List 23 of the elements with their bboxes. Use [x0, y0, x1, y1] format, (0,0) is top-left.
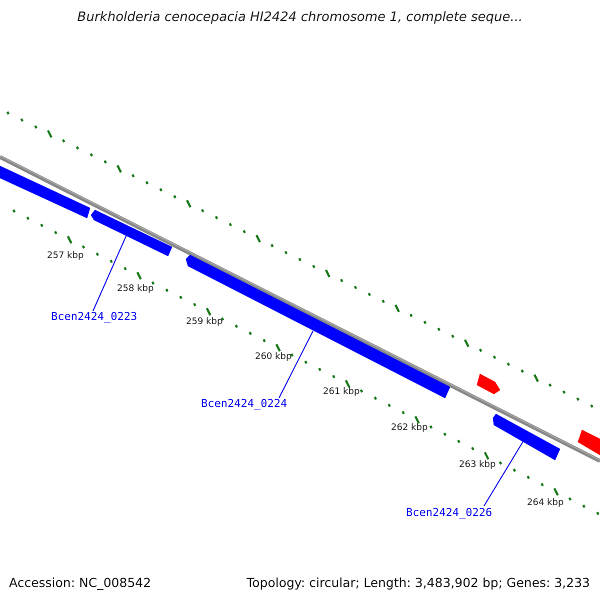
scale-label: 258 kbp: [117, 284, 154, 294]
scale-label: 264 kbp: [527, 498, 564, 508]
gene-label: Bcen2424_0226: [406, 506, 492, 519]
scale-label: 257 kbp: [47, 251, 84, 261]
scale-label: 261 kbp: [323, 387, 360, 397]
scale-label: 262 kbp: [391, 423, 428, 433]
leader-line: [484, 440, 524, 506]
gene-block: [0, 166, 90, 218]
title: Burkholderia cenocepacia HI2424 chromosome 1, complete seque...: [76, 10, 524, 25]
scale-label: 263 kbp: [459, 460, 496, 470]
leader-line: [92, 234, 128, 312]
gene-block: [578, 430, 600, 456]
gene-block: [476, 374, 500, 394]
footer-text: Accession: NC_008542: [9, 575, 152, 590]
footer-text: Topology: circular; Length: 3,483,902 bp; Genes: 3,233: [246, 575, 590, 590]
leader-line: [278, 330, 314, 398]
gene-block: [90, 210, 172, 256]
gene-block: [492, 414, 560, 460]
gene-block: [186, 254, 450, 398]
gene-label: Bcen2424_0224: [201, 397, 288, 410]
scale-label: 260 kbp: [255, 352, 292, 362]
scale-label: 259 kbp: [186, 317, 223, 327]
gene-label: Bcen2424_0223: [51, 310, 138, 323]
